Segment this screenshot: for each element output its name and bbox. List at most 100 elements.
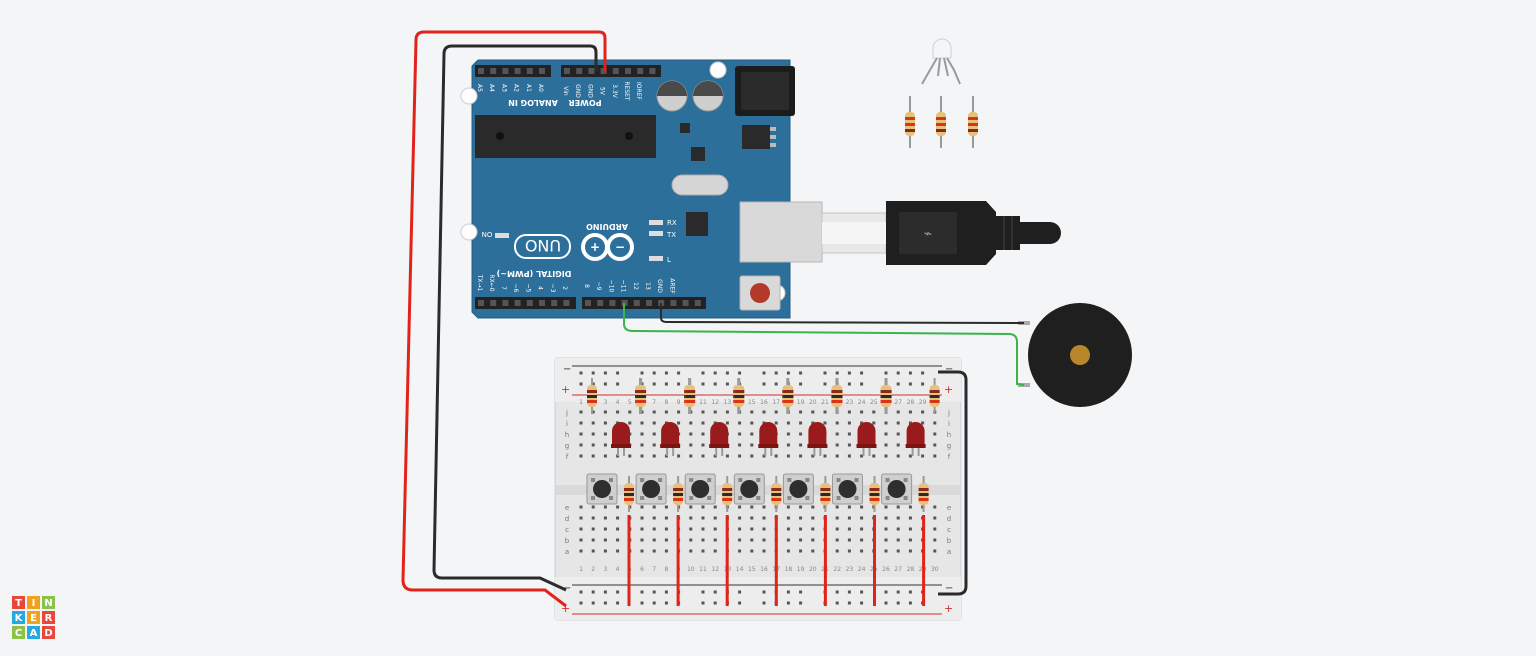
power-header[interactable]: [561, 65, 661, 77]
row-letter: e: [565, 504, 569, 512]
loose-resistor[interactable]: [968, 96, 978, 148]
column-number: 23: [846, 399, 854, 406]
column-number: 2: [591, 566, 595, 573]
pushbutton[interactable]: [881, 473, 913, 505]
row-letter: c: [565, 526, 569, 534]
arduino-uno-board[interactable]: RX TX L ANALOG IN POWER DIGITAL (PWM~) O…: [460, 59, 823, 319]
red-led[interactable]: [758, 422, 779, 456]
red-led[interactable]: [856, 422, 877, 456]
wire-buzzer-gnd[interactable]: [660, 303, 1025, 324]
red-jumper-wires[interactable]: [627, 515, 926, 606]
row-letter: e: [947, 504, 951, 512]
logo-letter: R: [45, 613, 53, 624]
red-led[interactable]: [905, 422, 926, 456]
rgb-led[interactable]: [921, 38, 961, 85]
column-number: 10: [687, 566, 695, 573]
pin-label: ~9: [595, 282, 602, 291]
red-led[interactable]: [807, 422, 828, 456]
usb-port[interactable]: [739, 201, 823, 263]
top-resistors[interactable]: [587, 378, 940, 414]
logo-tile: [42, 626, 55, 639]
digital-header-left[interactable]: [475, 297, 576, 309]
pin-label: A2: [513, 84, 520, 92]
column-number: 4: [616, 399, 620, 406]
pulldown-resistor[interactable]: [820, 476, 831, 512]
pushbutton[interactable]: [832, 473, 863, 505]
column-number: 8: [664, 566, 668, 573]
top-resistor[interactable]: [636, 378, 647, 414]
pushbuttons[interactable]: [586, 473, 913, 505]
on-label: ON: [482, 230, 493, 238]
row-letter: c: [947, 526, 951, 534]
pulldown-resistors[interactable]: [624, 476, 929, 512]
row-letter: d: [947, 515, 951, 523]
digital-title: DIGITAL (PWM~): [497, 269, 572, 278]
top-resistor[interactable]: [783, 378, 794, 414]
column-number: 24: [858, 566, 866, 573]
pin-label: A5: [476, 84, 483, 92]
logo-tile: [42, 596, 55, 609]
rail-minus-left: −: [563, 364, 571, 375]
pushbutton[interactable]: [684, 473, 716, 505]
pushbutton[interactable]: [782, 473, 814, 505]
column-number: 5: [628, 399, 632, 406]
wire-5v-red[interactable]: [401, 30, 607, 608]
pin-label: AREF: [668, 278, 675, 294]
top-resistor[interactable]: [832, 378, 843, 414]
pushbutton[interactable]: [733, 473, 765, 505]
top-resistor[interactable]: [685, 378, 696, 414]
row-letter: g: [565, 442, 569, 450]
pulldown-resistor[interactable]: [722, 476, 733, 512]
pulldown-resistor[interactable]: [624, 476, 634, 512]
top-resistor[interactable]: [587, 378, 597, 414]
rail-minus-left-bottom: −: [563, 583, 571, 594]
pin-label: ~6: [512, 284, 519, 293]
rx-led: [649, 220, 663, 225]
loose-resistor[interactable]: [936, 96, 946, 148]
pulldown-resistor[interactable]: [869, 476, 880, 512]
column-number: 11: [699, 399, 707, 406]
pin-label: A3: [500, 84, 507, 92]
rail-plus-left: +: [561, 383, 570, 396]
column-number: 25: [870, 399, 878, 406]
red-leds[interactable]: [611, 422, 926, 456]
row-letter: f: [566, 453, 569, 461]
top-resistor[interactable]: [929, 378, 940, 414]
wire-pin11-green[interactable]: [623, 303, 1025, 386]
pin-label: GND: [656, 279, 663, 293]
on-led: [495, 233, 509, 238]
pulldown-resistor[interactable]: [918, 476, 929, 512]
logo-tile: [27, 626, 40, 639]
wire-gnd-black[interactable]: [432, 44, 598, 592]
column-number: 14: [736, 566, 744, 573]
pulldown-resistor[interactable]: [673, 476, 684, 512]
uno-logo: UNO: [514, 234, 571, 259]
pin-label: A1: [525, 84, 532, 92]
column-number: 26: [882, 566, 890, 573]
top-resistor[interactable]: [734, 378, 745, 414]
red-led[interactable]: [709, 422, 730, 456]
pulldown-resistor[interactable]: [771, 476, 782, 512]
loose-resistor[interactable]: [905, 96, 915, 148]
row-letter: i: [566, 420, 568, 428]
column-number: 16: [760, 566, 768, 573]
column-number: 20: [809, 566, 817, 573]
red-led[interactable]: [660, 422, 681, 456]
tx-label: TX: [666, 231, 676, 239]
pushbutton[interactable]: [635, 473, 667, 505]
top-resistor[interactable]: [881, 378, 892, 414]
column-number: 13: [724, 399, 732, 406]
pin-label: GND: [574, 84, 581, 98]
wire-rail-bridge[interactable]: [938, 370, 968, 596]
column-number: 16: [760, 399, 768, 406]
piezo-buzzer[interactable]: [1018, 303, 1132, 407]
red-led[interactable]: [611, 422, 631, 456]
usb-cable[interactable]: ⌁: [821, 201, 1061, 265]
loose-resistors[interactable]: [905, 96, 978, 148]
row-letter: f: [948, 453, 951, 461]
wires[interactable]: [401, 30, 1025, 608]
column-number: 7: [652, 399, 656, 406]
pushbutton[interactable]: [586, 473, 618, 505]
